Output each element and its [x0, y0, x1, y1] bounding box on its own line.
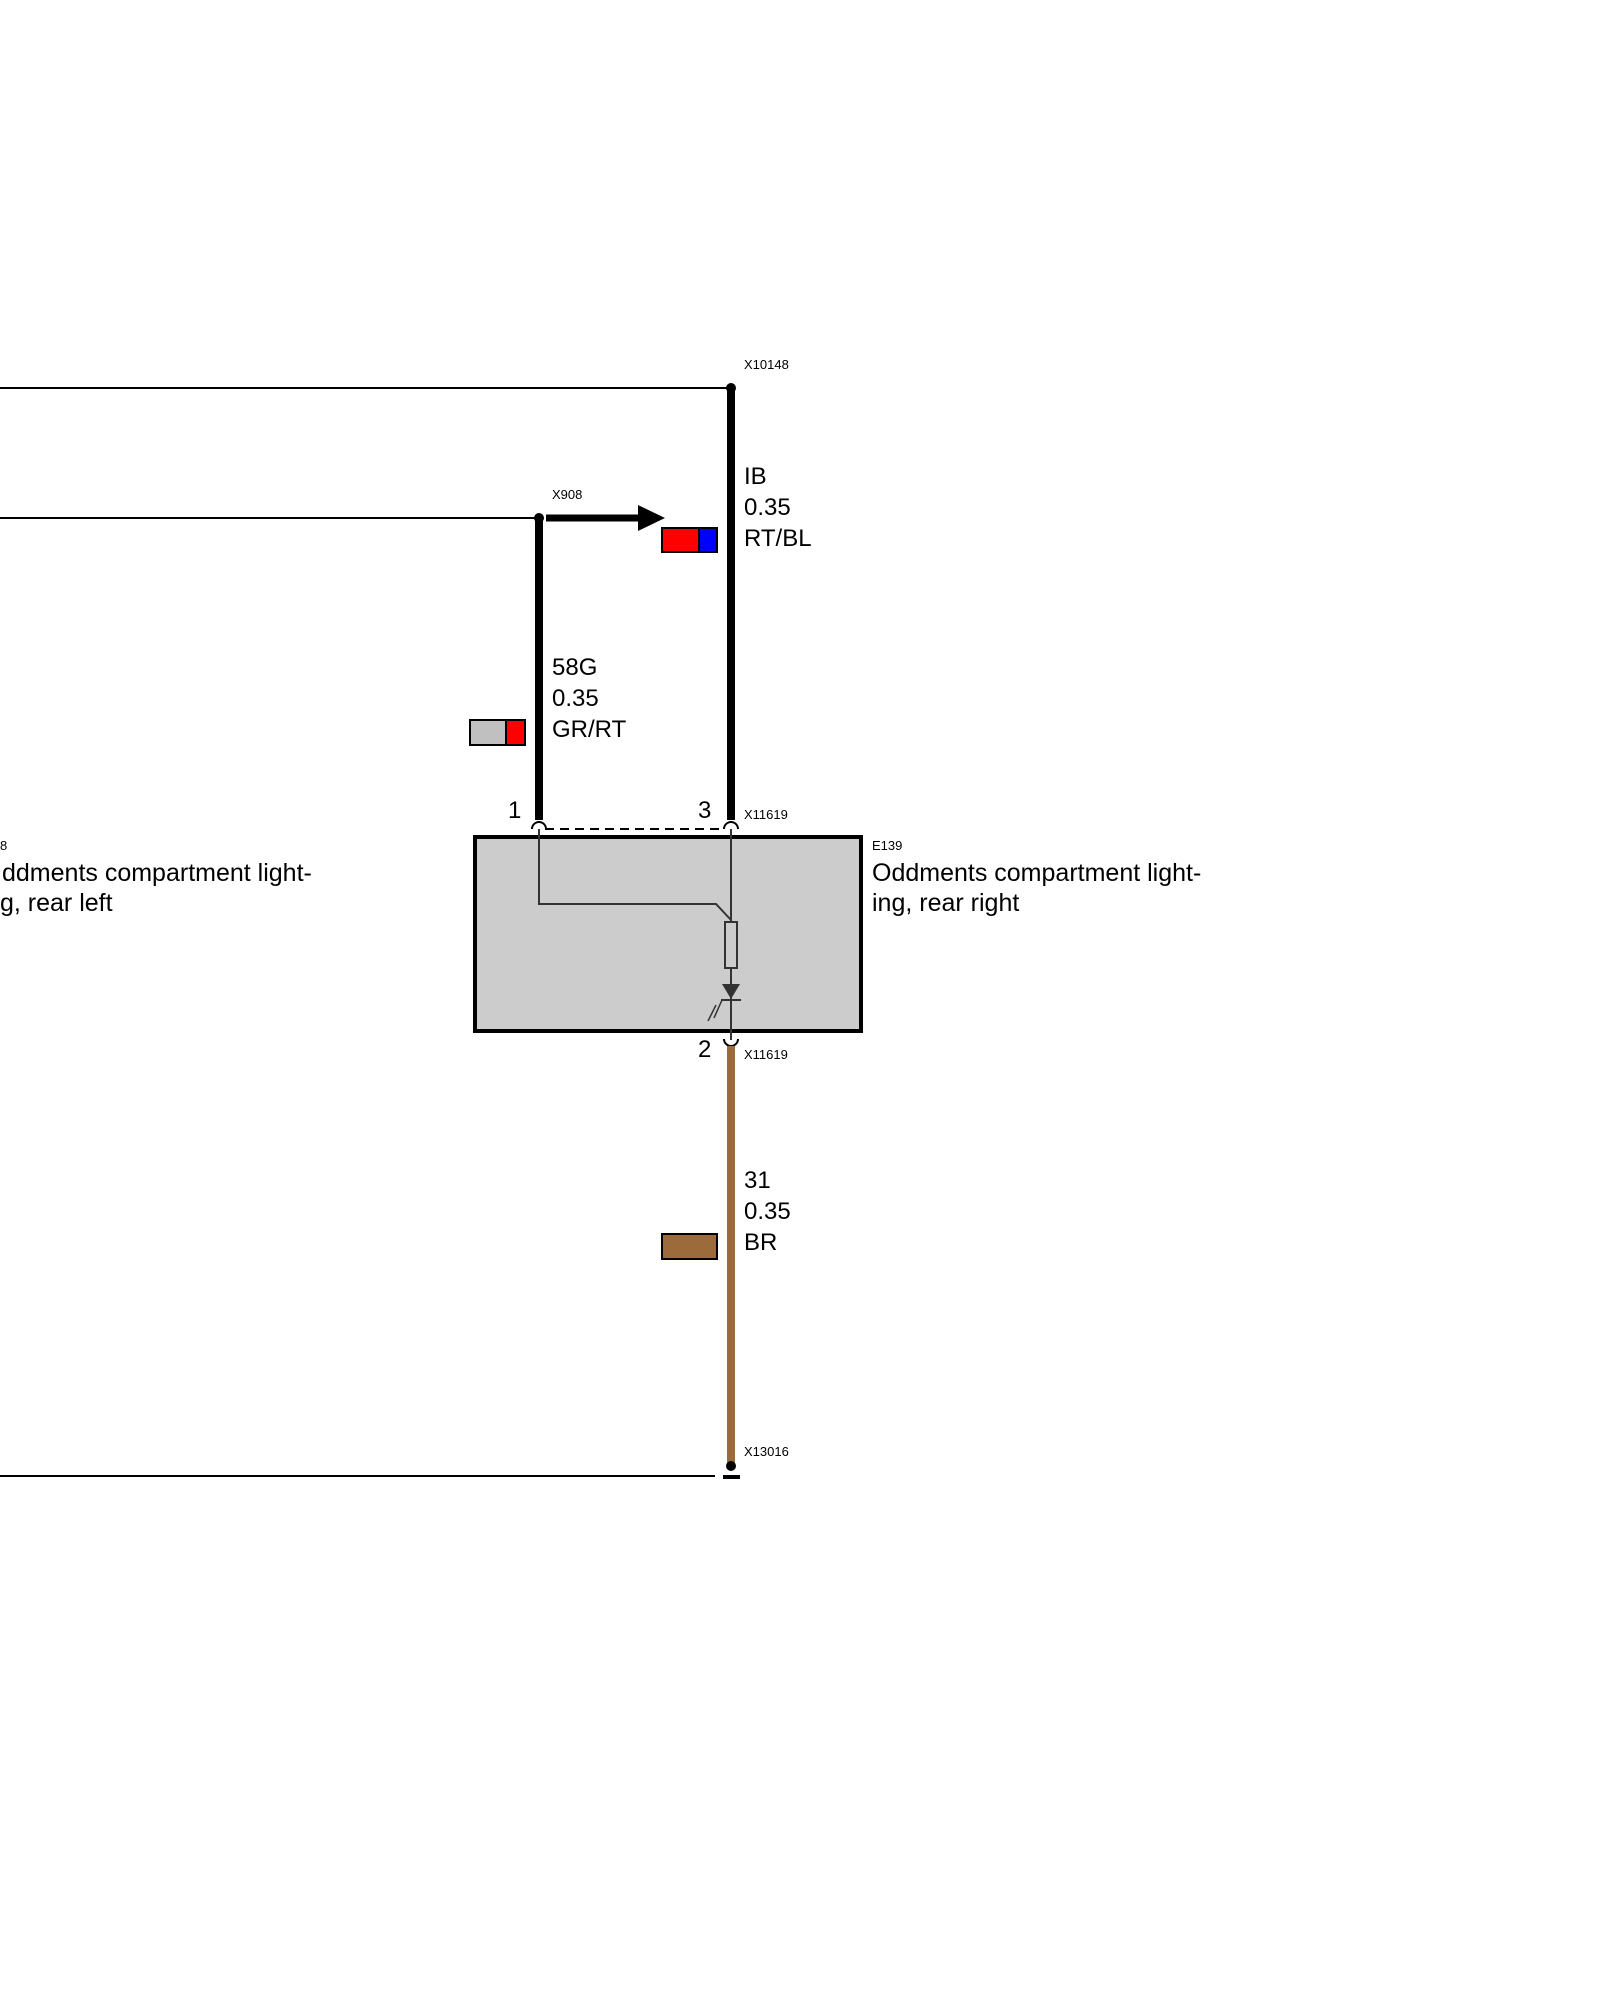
wire-color-swatch-58g	[469, 719, 526, 746]
led-diode-icon	[707, 984, 741, 1022]
connector-label-x11619-top: X11619	[744, 807, 788, 822]
pin-label-1: 1	[508, 797, 521, 824]
connector-label-x11619-bottom: X11619	[744, 1047, 788, 1062]
connector-label-x13016: X13016	[744, 1444, 789, 1459]
connector-dot-x13016	[726, 1461, 736, 1471]
connector-label-x10148: X10148	[744, 357, 789, 372]
pin-hook-2	[723, 1038, 739, 1047]
component-id-left: 8	[0, 838, 7, 853]
pin-label-3: 3	[698, 797, 711, 824]
wire-ground-gauge: 0.35	[744, 1198, 791, 1225]
component-id-e139: E139	[872, 838, 902, 853]
wire-ib-color-code: RT/BL	[744, 525, 812, 552]
wire-color-swatch-ground	[661, 1233, 718, 1260]
component-desc-left-line2: g, rear left	[0, 889, 113, 917]
component-e139-box	[473, 835, 863, 1033]
internal-circuit	[538, 829, 741, 1040]
wire-58g-signal: 58G	[552, 654, 597, 681]
wire-ib-signal: IB	[744, 463, 767, 490]
pin-label-2: 2	[698, 1036, 711, 1063]
wire-58g-gauge: 0.35	[552, 685, 599, 712]
wire-ib-gauge: 0.35	[744, 494, 791, 521]
connector-dot-x908	[534, 513, 544, 523]
wire-ground-color-code: BR	[744, 1229, 777, 1256]
pin-hook-3	[723, 821, 739, 830]
connector-dot-x10148	[726, 383, 736, 393]
component-desc-left-line1: ddments compartment light-	[2, 859, 312, 887]
wire-58g-color-code: GR/RT	[552, 716, 627, 743]
wire-ground-signal: 31	[744, 1167, 771, 1194]
component-desc-e139-line1: Oddments compartment light-	[872, 859, 1201, 887]
pin-hook-1	[531, 821, 547, 830]
signal-arrow-icon	[546, 505, 665, 531]
connector-label-x908: X908	[552, 487, 582, 502]
component-desc-e139-line2: ing, rear right	[872, 889, 1019, 917]
wire-color-swatch-ib	[661, 527, 718, 553]
resistor-icon	[724, 921, 738, 969]
